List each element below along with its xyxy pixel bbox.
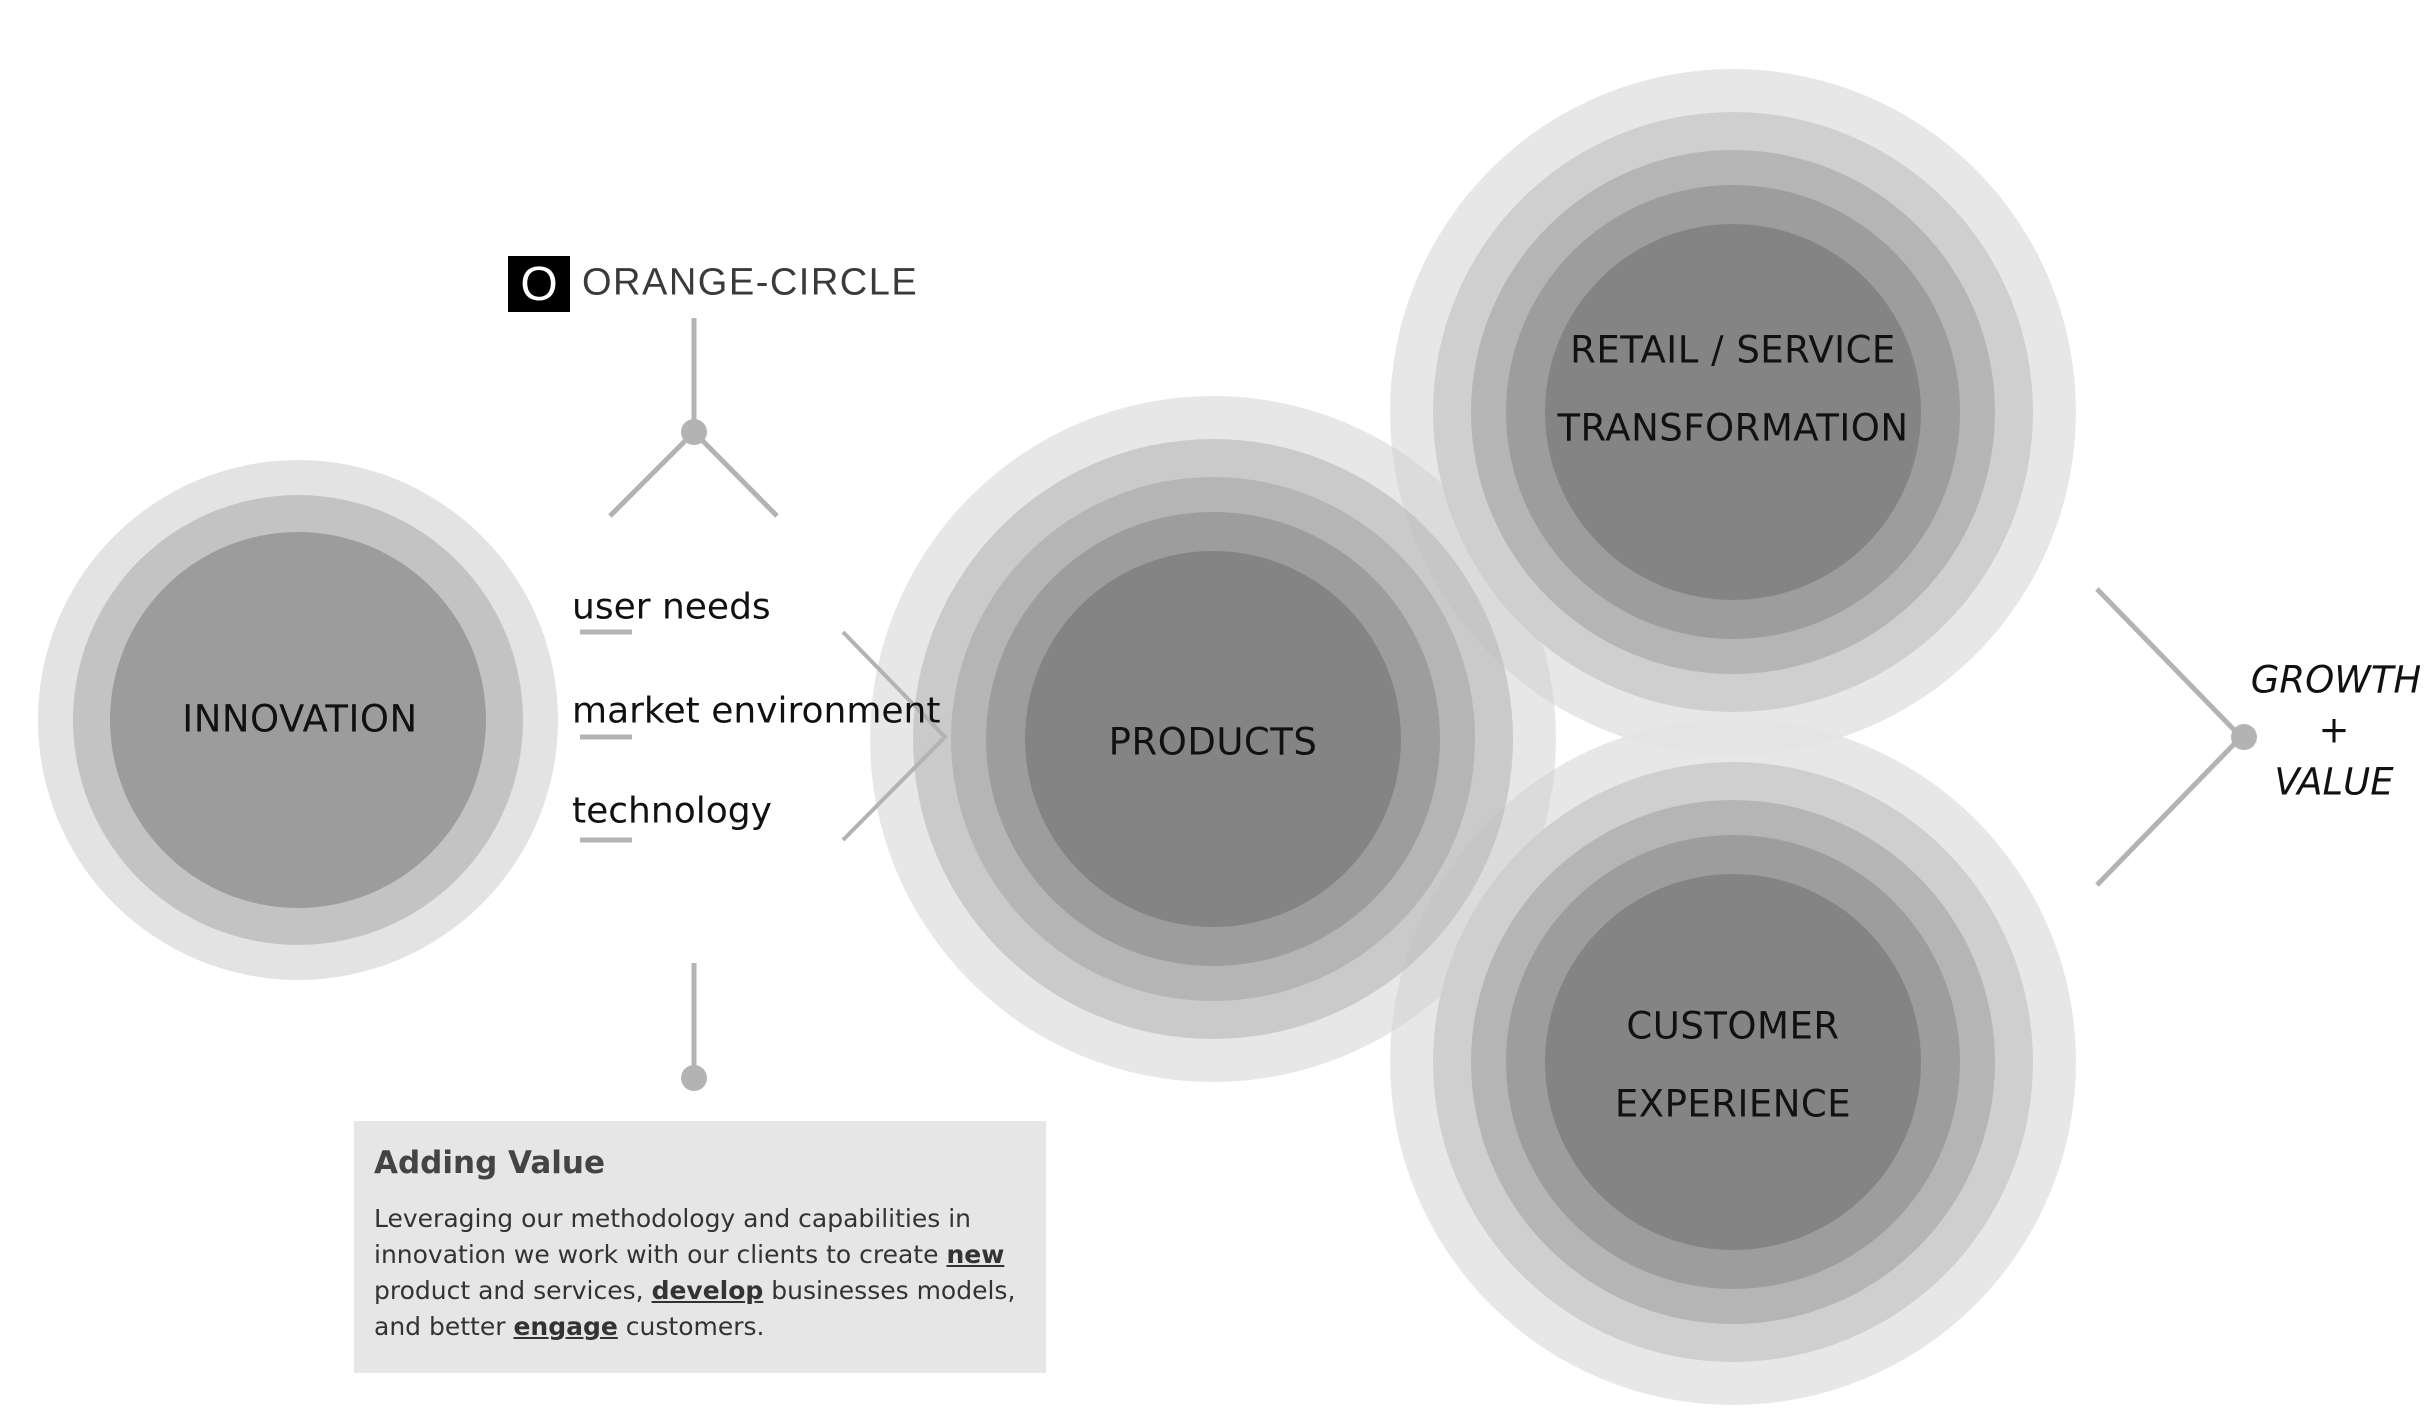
chevron-arrow-icon xyxy=(841,630,948,842)
info-text-part-1: Leveraging our methodology and capabilit… xyxy=(374,1204,972,1269)
factor-market-environment: market environment xyxy=(572,690,941,732)
retail-label-line2: TRANSFORMATION xyxy=(1557,406,1909,450)
products-label: PRODUCTS xyxy=(1108,720,1318,764)
products-circle xyxy=(870,396,1556,1082)
factor-user-needs: user needs xyxy=(572,586,771,628)
keyword-develop: develop xyxy=(651,1276,764,1305)
info-text-part-3: businesses models, and better xyxy=(374,1276,1016,1341)
innovation-circle xyxy=(38,460,558,980)
retail-label-line1: RETAIL / SERVICE xyxy=(1570,328,1896,372)
adding-value-title: Adding Value xyxy=(374,1145,605,1181)
logo-name: ORANGE-CIRCLE xyxy=(582,261,919,304)
customer-label-line1: CUSTOMER xyxy=(1626,1004,1840,1048)
customer-experience-circle xyxy=(1390,719,2076,1405)
factor-technology: technology xyxy=(572,790,772,832)
keyword-engage: engage xyxy=(513,1312,618,1341)
outcome-growth: GROWTH xyxy=(2250,658,2422,702)
outcome-connector xyxy=(2095,587,2243,887)
logo-connector-node xyxy=(681,419,707,445)
outcome-connector-node xyxy=(2231,724,2257,750)
logo-connector xyxy=(608,318,779,518)
adding-value-text: Leveraging our methodology and capabilit… xyxy=(374,1201,1026,1345)
adding-value-box: Adding Value Leveraging our methodology … xyxy=(354,1121,1046,1373)
retail-service-circle xyxy=(1390,69,2076,755)
customer-label-line2: EXPERIENCE xyxy=(1614,1082,1852,1126)
info-text-part-2: product and services, xyxy=(374,1276,652,1305)
keyword-new: new xyxy=(946,1240,1005,1269)
innovation-label: INNOVATION xyxy=(182,697,418,741)
logo-mark: O xyxy=(508,256,570,312)
outcome-plus: + xyxy=(2318,708,2350,752)
factor-underlines xyxy=(580,629,632,843)
info-text-part-4: customers. xyxy=(617,1312,765,1341)
info-connector-node xyxy=(681,1065,707,1091)
outcome-value: VALUE xyxy=(2274,760,2394,804)
